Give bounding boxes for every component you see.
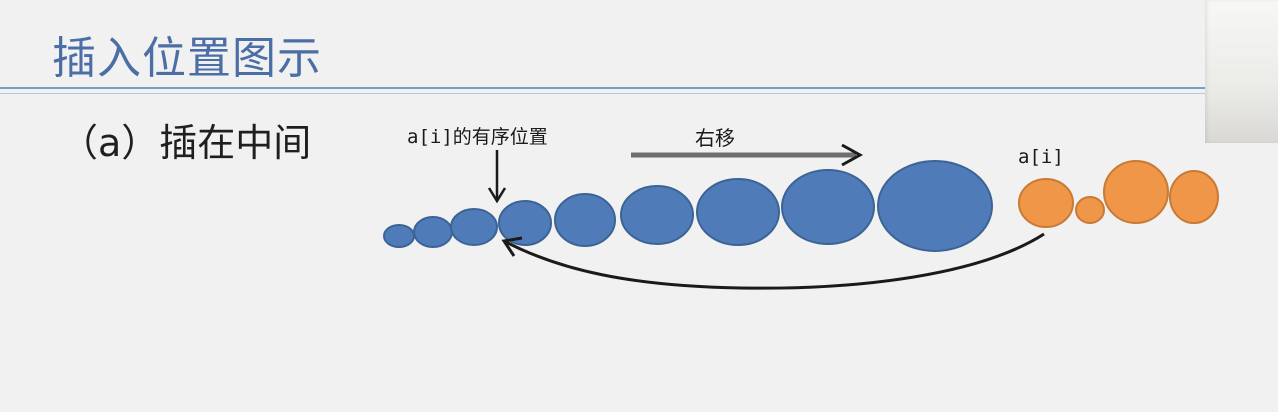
- sorted-sequence: [383, 160, 993, 252]
- section-label: （a）插在中间: [60, 121, 312, 165]
- sorted-element: [620, 185, 694, 245]
- insertion-curve-arrow: [505, 232, 1045, 290]
- sorted-element: [877, 160, 993, 252]
- insertion-curve-arrowhead: [501, 236, 523, 257]
- sorted-element: [554, 193, 616, 247]
- insert-position-arrowhead: [487, 187, 507, 204]
- title-divider: [0, 87, 1210, 89]
- webcam-overlay: [1205, 0, 1278, 143]
- element-label: a[i]: [1018, 146, 1064, 168]
- slide-title: 插入位置图示: [52, 33, 322, 84]
- sorted-element: [498, 200, 552, 246]
- shift-right-arrowhead: [841, 143, 864, 167]
- element-to-insert: [1018, 178, 1074, 228]
- sorted-element: [696, 178, 780, 246]
- shift-right-label: 右移: [695, 126, 735, 150]
- insert-position-label: a[i]的有序位置: [407, 126, 548, 148]
- sorted-element: [450, 208, 498, 246]
- sorted-element: [413, 216, 453, 248]
- unsorted-sequence: [1018, 160, 1219, 228]
- title-divider-secondary: [0, 93, 1210, 94]
- unsorted-element: [1075, 196, 1105, 224]
- sorted-element: [383, 224, 415, 248]
- sorted-element: [781, 169, 875, 245]
- unsorted-element: [1169, 170, 1219, 224]
- unsorted-element: [1103, 160, 1169, 224]
